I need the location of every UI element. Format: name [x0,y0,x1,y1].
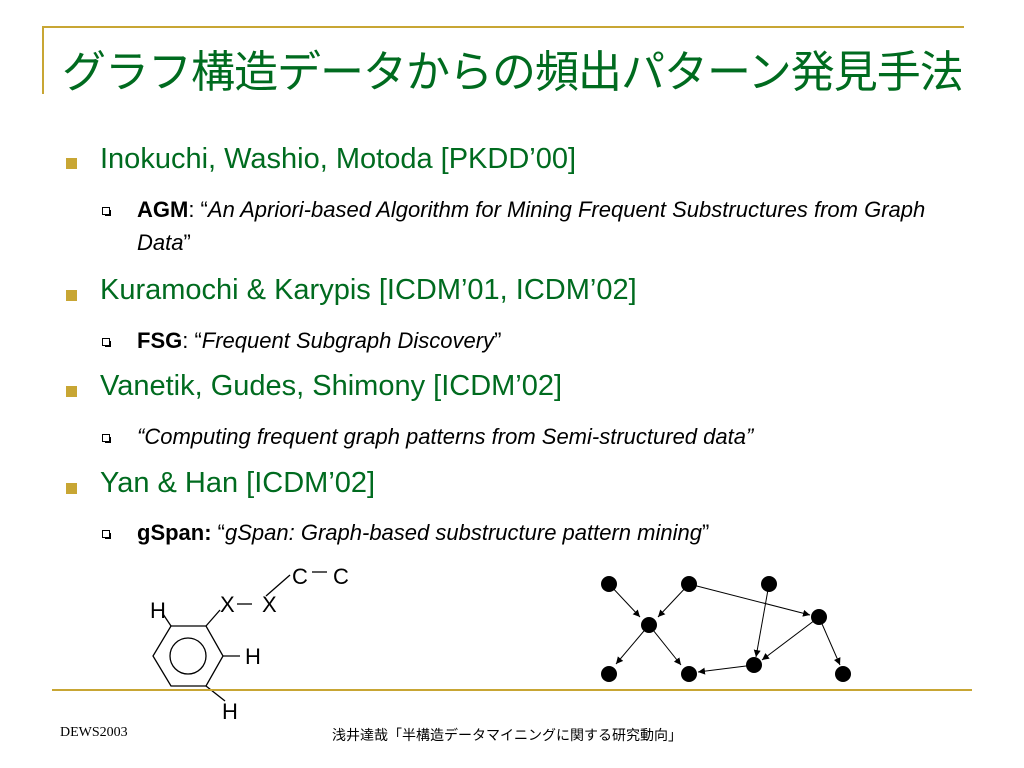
graph-edge [818,616,841,666]
reference-heading: Inokuchi, Washio, Motoda [PKDD’00] [100,143,577,175]
title-top-rule [42,26,964,28]
quote-open: : “ [182,328,202,353]
quote-open: : “ [188,197,208,222]
quote-open: “ [211,520,226,545]
paper-title: gSpan: Graph-based substructure pattern … [225,520,702,545]
atom-label: H [222,699,238,724]
title-left-rule [42,26,44,94]
quote-close: ” [701,520,710,545]
paper-title: Frequent Subgraph Discovery [201,328,495,353]
reference-description: gSpan: “gSpan: Graph-based substructure … [137,516,967,549]
bond-h-top [162,613,172,627]
atom-label: H [245,644,261,669]
bond-x2-c1 [265,574,291,597]
bullet-square-icon [66,158,77,169]
reference-description: AGM: “An Apriori-based Algorithm for Min… [137,193,967,259]
sub-bullet-icon [102,207,111,216]
graph-node [601,666,617,682]
graph-node [601,576,617,592]
graph-edge [753,583,770,658]
graph-nodes [601,576,851,682]
graph-node [811,609,827,625]
reference-description: FSG: “Frequent Subgraph Discovery” [137,324,967,357]
atom-label: X [262,592,277,617]
graph-node [681,666,697,682]
footer-title: 浅井達哉「半構造データマイニングに関する研究動向」 [332,728,682,744]
graph-node [681,576,697,592]
sub-bullet-icon [102,338,111,347]
bullet-square-icon [66,483,77,494]
graph-node [746,657,762,673]
quote-close: ” [183,230,191,255]
sub-bullet-icon [102,530,111,539]
graph-edge [697,664,755,675]
atom-label: C [333,564,349,589]
paper-title: An Apriori-based Algorithm for Mining Fr… [137,197,926,255]
method-name: gSpan: [137,520,212,545]
sub-bullet-icon [102,434,111,443]
atom-label: C [292,564,308,589]
bond-h-bottom [205,685,226,702]
bullet-square-icon [66,290,77,301]
graph-node [761,576,777,592]
bullet-square-icon [66,386,77,397]
atom-label: X [220,592,235,617]
atom-label: H [150,598,166,623]
reference-description: “Computing frequent graph patterns from … [137,420,967,453]
paper-title: “Computing frequent graph patterns from … [137,424,754,449]
graph-edge [648,624,682,666]
reference-heading: Vanetik, Gudes, Shimony [ICDM’02] [100,370,563,402]
bond-x1 [205,609,221,627]
method-name: FSG [137,328,183,353]
aromatic-circle-icon [169,637,207,675]
benzene-ring-icon [152,625,224,687]
graph-node [835,666,851,682]
reference-heading: Kuramochi & Karypis [ICDM’01, ICDM’02] [100,274,637,306]
graph-edge [615,624,650,665]
graph-edge [688,583,811,617]
graph-node [641,617,657,633]
quote-close: ” [494,328,502,353]
footer-rule [52,689,972,691]
slide-title: グラフ構造データからの頻出パターン発見手法 [62,47,964,98]
reference-heading: Yan & Han [ICDM’02] [100,467,376,499]
footer-conference: DEWS2003 [60,725,128,740]
method-name: AGM [137,197,189,222]
graph-edge [761,616,820,661]
